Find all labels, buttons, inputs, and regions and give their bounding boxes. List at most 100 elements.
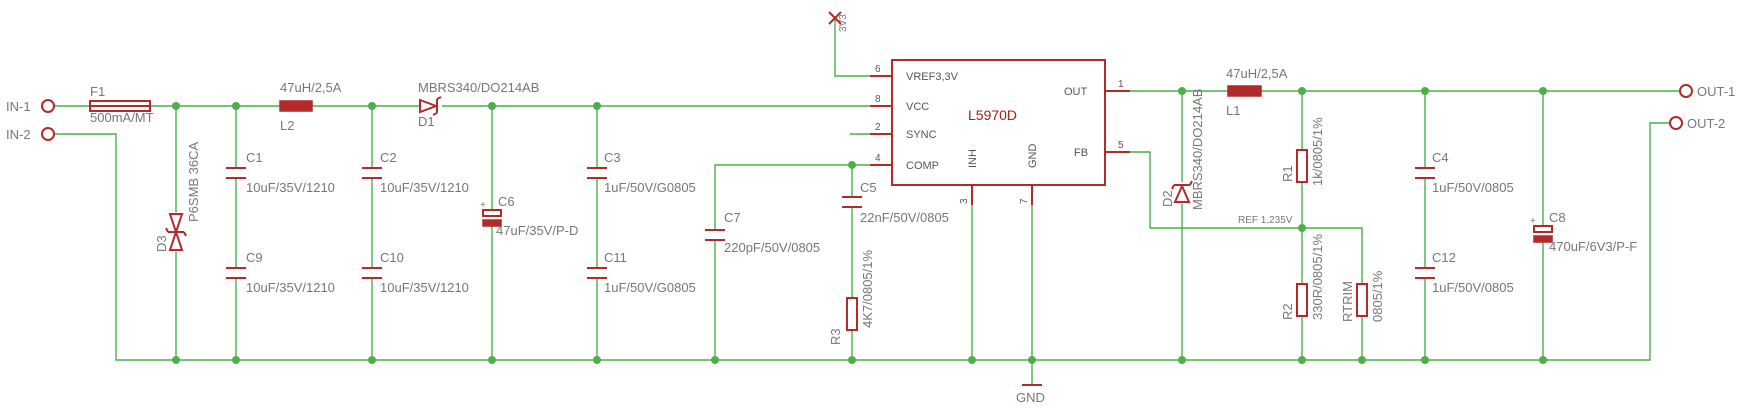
c10-name: C10 (380, 250, 404, 265)
rtrim-name: RTRIM (1340, 281, 1355, 322)
d2-name: D2 (1160, 190, 1175, 207)
c2-name: C2 (380, 150, 397, 165)
l2-name: L2 (280, 118, 294, 133)
wires (50, 18, 1680, 385)
c3-name: C3 (604, 150, 621, 165)
r1-value: 1k/0805/1% (1310, 117, 1325, 186)
c3-value: 1uF/50V/G0805 (604, 180, 696, 195)
capacitor-c12[interactable]: C12 1uF/50V/0805 (1415, 250, 1514, 295)
l1-name: L1 (1226, 103, 1240, 118)
pin-out-label: OUT (1064, 86, 1088, 98)
pin-gnd-number: 7 (1019, 198, 1030, 204)
capacitor-c3[interactable]: C3 1uF/50V/G0805 (587, 150, 696, 195)
r3-value: 4K7/0805/1% (860, 249, 875, 328)
tvs-d3[interactable]: D3 P6SMB 36CA (154, 141, 201, 252)
pin-vcc-label: VCC (906, 101, 929, 113)
pin-inh-label: INH (967, 149, 979, 168)
connector-in2[interactable]: IN-2 (6, 127, 55, 142)
connector-out2-label: OUT-2 (1687, 116, 1725, 131)
diode-d2[interactable]: D2 MBRS340/DO214AB (1160, 89, 1205, 210)
c6-name: C6 (498, 194, 515, 209)
ground-label: GND (1016, 390, 1045, 405)
resistor-r1[interactable]: R1 1k/0805/1% (1280, 117, 1325, 186)
c12-name: C12 (1432, 250, 1456, 265)
connector-out1[interactable]: OUT-1 (1679, 84, 1735, 99)
pin-fb-label: FB (1074, 147, 1088, 159)
capacitor-c8[interactable]: + C8 470uF/6V3/P-F (1530, 210, 1637, 254)
diode-d1[interactable]: MBRS340/DO214AB D1 (418, 80, 539, 129)
d1-value: MBRS340/DO214AB (418, 80, 539, 95)
pin-gnd-label: GND (1027, 144, 1039, 169)
pin-sync-label: SYNC (906, 129, 937, 141)
c1-name: C1 (246, 150, 263, 165)
pin-comp-label: COMP (906, 160, 939, 172)
svg-text:+: + (1530, 216, 1536, 227)
supply-3v3[interactable]: 3V3 (828, 11, 849, 32)
c8-name: C8 (1549, 210, 1566, 225)
connector-in1[interactable]: IN-1 (6, 99, 55, 114)
c2-value: 10uF/35V/1210 (380, 180, 469, 195)
pin-sync-number: 2 (875, 122, 881, 133)
c10-value: 10uF/35V/1210 (380, 280, 469, 295)
resistor-rtrim[interactable]: RTRIM 0805/1% (1340, 270, 1385, 322)
c7-name: C7 (724, 210, 741, 225)
c4-value: 1uF/50V/0805 (1432, 180, 1514, 195)
r2-value: 330R/0805/1% (1310, 234, 1325, 320)
junctions (172, 87, 1547, 364)
capacitor-c7[interactable]: C7 220pF/50V/0805 (705, 210, 820, 255)
c8-value: 470uF/6V3/P-F (1549, 239, 1637, 254)
ic-l5970d[interactable]: L5970D VREF3,3V VCC SYNC COMP OUT FB INH… (870, 59, 1130, 205)
ground-symbol: GND (1016, 384, 1045, 405)
resistor-r3[interactable]: R3 4K7/0805/1% (828, 249, 875, 345)
connector-in1-label: IN-1 (6, 99, 31, 114)
pin-inh-number: 3 (959, 198, 970, 204)
c7-value: 220pF/50V/0805 (724, 240, 820, 255)
c11-value: 1uF/50V/G0805 (604, 280, 696, 295)
pin-comp-number: 4 (875, 153, 881, 164)
fuse-f1[interactable]: F1 500mA/MT (89, 84, 154, 125)
capacitor-c11[interactable]: C11 1uF/50V/G0805 (587, 250, 696, 295)
svg-text:+: + (480, 200, 486, 211)
connector-in2-label: IN-2 (6, 127, 31, 142)
resistor-r2[interactable]: R2 330R/0805/1% (1280, 234, 1325, 320)
d3-name: D3 (154, 235, 169, 252)
d2-value: MBRS340/DO214AB (1190, 89, 1205, 210)
supply-3v3-label: 3V3 (838, 14, 849, 32)
d1-name: D1 (418, 114, 435, 129)
r2-name: R2 (1280, 303, 1295, 320)
capacitor-c5[interactable]: C5 22nF/50V/0805 (842, 180, 949, 225)
r1-name: R1 (1280, 165, 1295, 182)
inductor-l1[interactable]: 47uH/2,5A L1 (1226, 66, 1288, 118)
ic-name: L5970D (968, 107, 1017, 123)
capacitor-c4[interactable]: C4 1uF/50V/0805 (1415, 150, 1514, 195)
pin-vcc-number: 8 (875, 94, 881, 105)
rtrim-value: 0805/1% (1370, 270, 1385, 322)
d3-value: P6SMB 36CA (186, 141, 201, 222)
c9-value: 10uF/35V/1210 (246, 280, 335, 295)
connector-out1-label: OUT-1 (1697, 84, 1735, 99)
capacitor-c9[interactable]: C9 10uF/35V/1210 (226, 250, 335, 295)
f1-value: 500mA/MT (90, 110, 154, 125)
l1-value: 47uH/2,5A (1226, 66, 1288, 81)
pin-vref-number: 6 (875, 64, 881, 75)
pin-vref-label: VREF3,3V (906, 71, 959, 83)
l2-value: 47uH/2,5A (280, 80, 342, 95)
f1-name: F1 (90, 84, 105, 99)
c9-name: C9 (246, 250, 263, 265)
c5-value: 22nF/50V/0805 (860, 210, 949, 225)
capacitor-c2[interactable]: C2 10uF/35V/1210 (362, 150, 469, 195)
capacitor-c10[interactable]: C10 10uF/35V/1210 (362, 250, 469, 295)
c12-value: 1uF/50V/0805 (1432, 280, 1514, 295)
connector-out2[interactable]: OUT-2 (1669, 116, 1725, 131)
inductor-l2[interactable]: 47uH/2,5A L2 (279, 80, 342, 133)
c5-name: C5 (860, 180, 877, 195)
c11-name: C11 (604, 250, 627, 265)
capacitor-c1[interactable]: C1 10uF/35V/1210 (226, 150, 335, 195)
r3-name: R3 (828, 328, 843, 345)
c1-value: 10uF/35V/1210 (246, 180, 335, 195)
pin-fb-number: 5 (1118, 140, 1124, 151)
c6-value: 47uF/35V/P-D (496, 223, 578, 238)
capacitor-c6[interactable]: + C6 47uF/35V/P-D (480, 194, 578, 238)
pin-out-number: 1 (1118, 79, 1124, 90)
